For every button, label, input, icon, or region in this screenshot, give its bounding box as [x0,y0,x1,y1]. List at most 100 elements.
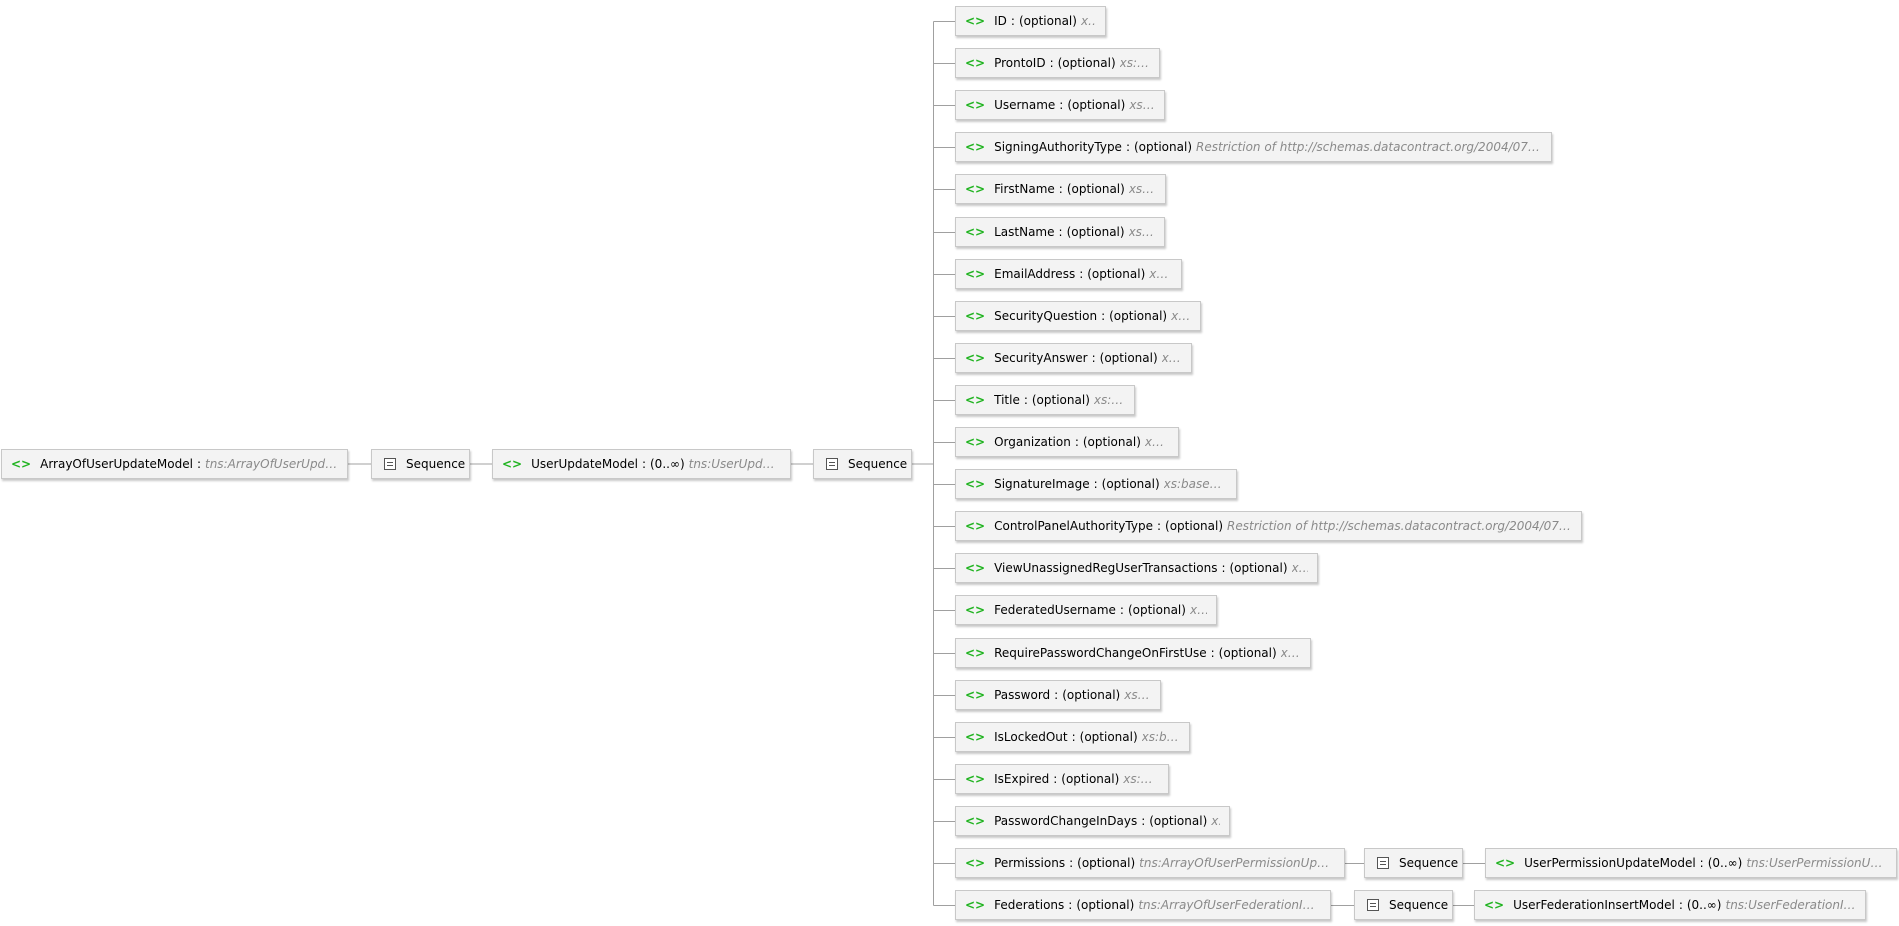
field-node-last-name[interactable]: <>LastName:(optional)xs:string [955,217,1165,247]
field-node-security-answer[interactable]: <>SecurityAnswer:(optional)xs:string [955,343,1192,373]
field-node-signing-authority-type[interactable]: <>SigningAuthorityType:(optional)Restric… [955,132,1552,162]
element-icon: <> [965,140,986,154]
field-node-username[interactable]: <>Username:(optional)xs:string [955,90,1165,120]
element-type: xs:boolean [1123,772,1159,786]
field-node-organization[interactable]: <>Organization:(optional)xs:string [955,427,1179,457]
element-type: xs:string [1189,603,1207,617]
element-icon: <> [965,603,986,617]
separator: : [1119,603,1124,617]
field-node-federations[interactable]: <>Federations:(optional)tns:ArrayOfUserF… [955,890,1331,920]
element-name: ControlPanelAuthorityType [994,519,1153,533]
element-occurs: (optional) [1066,182,1125,196]
element-icon: <> [965,225,986,239]
separator: : [1023,393,1028,407]
field-node-security-question[interactable]: <>SecurityQuestion:(optional)xs:string [955,301,1201,331]
element-name: Organization [994,435,1071,449]
element-occurs: (optional) [1165,519,1224,533]
element-type: tns:ArrayOfUserFederationInsertModel [1138,898,1321,912]
element-type: xs:boolean [1141,730,1180,744]
sequence-node-permissions[interactable]: Sequence [1364,848,1463,878]
element-type: xs:boolean [1280,646,1301,660]
sequence-node-federations[interactable]: Sequence [1354,890,1453,920]
separator: : [196,457,201,471]
element-occurs: (optional) [1076,898,1135,912]
sequence-icon [1377,857,1389,869]
separator: : [1141,814,1146,828]
field-node-permissions[interactable]: <>Permissions:(optional)tns:ArrayOfUserP… [955,848,1345,878]
separator: : [641,457,646,471]
element-name: ArrayOfUserUpdateModel [40,457,193,471]
field-node-password[interactable]: <>Password:(optional)xs:string [955,680,1161,710]
separator: : [1058,182,1063,196]
field-node-title[interactable]: <>Title:(optional)xs:string [955,385,1135,415]
element-icon: <> [965,351,986,365]
separator: : [1071,730,1076,744]
field-node-email-address[interactable]: <>EmailAddress:(optional)xs:string [955,259,1182,289]
field-node-first-name[interactable]: <>FirstName:(optional)xs:string [955,174,1166,204]
field-node-federated-username[interactable]: <> FederatedUsername:(optional)xs:string [955,595,1217,625]
sequence-label: Sequence [406,457,466,471]
field-node-password-change-in-days[interactable]: <>PasswordChangeInDays:(optional)xs:shor… [955,806,1230,836]
element-name: IsLockedOut [994,730,1068,744]
sequence-node-user-update-model[interactable]: Sequence [813,449,912,479]
separator: : [1091,351,1096,365]
element-icon: <> [965,14,986,28]
separator: : [1058,225,1063,239]
element-type: xs:string [1161,351,1182,365]
element-occurs: (0..∞) [1707,856,1743,870]
element-type: xs:string [1171,309,1191,323]
element-icon: <> [965,688,986,702]
element-node-user-update-model[interactable]: <> UserUpdateModel : (0..∞) tns:UserUpda… [492,449,791,479]
field-node-pronto-id[interactable]: <>ProntoID:(optional)xs:string [955,48,1160,78]
field-node-is-expired[interactable]: <>IsExpired:(optional)xs:boolean [955,764,1169,794]
element-name: FederatedUsername [994,603,1116,617]
element-icon: <> [965,561,986,575]
element-name: UserUpdateModel [531,457,638,471]
field-node-id[interactable]: <>ID:(optional)xs:int [955,6,1106,36]
field-node-require-password-change-on-first-use[interactable]: <>RequirePasswordChangeOnFirstUse:(optio… [955,638,1311,668]
element-icon: <> [965,730,986,744]
element-type: xs:string [1128,225,1155,239]
element-icon: <> [965,267,986,281]
element-type: tns:UserFederationInsertModel [1725,898,1856,912]
element-type: xs:string [1093,393,1125,407]
separator: : [1210,646,1215,660]
separator: : [1068,898,1073,912]
element-occurs: (optional) [1229,561,1288,575]
element-name: FirstName [994,182,1055,196]
field-node-signature-image[interactable]: <>SignatureImage:(optional)xs:base64Bina… [955,469,1237,499]
separator: : [1053,772,1058,786]
element-type: Restriction of http://schemas.datacontra… [1196,140,1542,154]
element-icon: <> [965,393,986,407]
element-icon: <> [965,309,986,323]
element-name: SecurityAnswer [994,351,1088,365]
element-occurs: (optional) [1031,393,1090,407]
element-occurs: (optional) [1127,603,1186,617]
element-type: xs:string [1124,688,1151,702]
field-node-view-unassigned-reg-user-transactions[interactable]: <>ViewUnassignedRegUserTransactions:(opt… [955,553,1318,583]
element-icon: <> [965,519,986,533]
element-name: Permissions [994,856,1066,870]
sequence-node-root[interactable]: Sequence [371,449,470,479]
element-name: ViewUnassignedRegUserTransactions [994,561,1218,575]
element-type: xs:int [1080,14,1096,28]
element-type: xs:base64Binary [1163,477,1227,491]
element-occurs: (optional) [1101,477,1160,491]
element-occurs: (optional) [1067,98,1126,112]
sequence-icon [826,458,838,470]
element-type: xs:string [1149,267,1172,281]
element-name: PasswordChangeInDays [994,814,1138,828]
field-node-control-panel-authority-type[interactable]: <>ControlPanelAuthorityType:(optional)Re… [955,511,1582,541]
separator: : [1059,98,1064,112]
element-icon: <> [965,814,986,828]
separator: : [1010,14,1015,28]
element-occurs: (optional) [1109,309,1168,323]
separator: : [1678,898,1683,912]
element-icon: <> [965,435,986,449]
field-node-is-locked-out[interactable]: <>IsLockedOut:(optional)xs:boolean [955,722,1190,752]
element-occurs: (optional) [1134,140,1192,154]
element-node-user-permission-update-model[interactable]: <>UserPermissionUpdateModel:(0..∞)tns:Us… [1485,848,1897,878]
element-node-user-federation-insert-model[interactable]: <>UserFederationInsertModel:(0..∞)tns:Us… [1474,890,1866,920]
separator: : [1093,477,1098,491]
element-node-array-of-user-update-model[interactable]: <> ArrayOfUserUpdateModel : tns:ArrayOfU… [1,449,348,479]
